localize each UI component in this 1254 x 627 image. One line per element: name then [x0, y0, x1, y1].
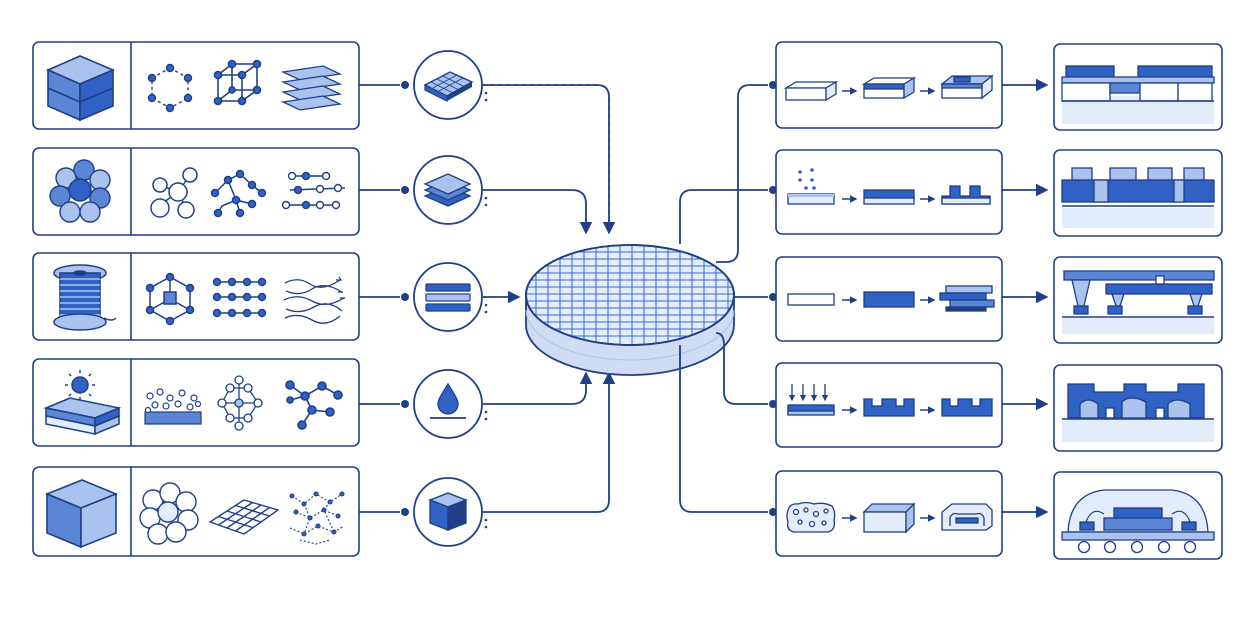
stepped-device-icon	[1053, 149, 1223, 237]
random-network-icon	[289, 491, 345, 545]
raised-features-icon	[941, 185, 991, 205]
bulk-cube-icon	[44, 479, 119, 549]
porous-block-icon	[786, 501, 836, 533]
solid-block-icon	[862, 502, 916, 534]
distribution-lines	[679, 84, 768, 513]
packaged-chip-icon	[1053, 471, 1223, 560]
stacked-sheets-icon	[280, 65, 343, 111]
material-row-5	[32, 371, 616, 557]
solid-cube-icon	[413, 477, 483, 547]
layered-cube-icon	[46, 55, 116, 122]
branched-network-icon	[210, 169, 267, 218]
sphere-aggregate-icon	[139, 482, 199, 545]
linear-chains-icon	[212, 277, 267, 318]
thin-strip-icon	[787, 293, 835, 306]
plain-slab-icon	[783, 80, 839, 102]
patterned-slab-icon	[940, 74, 994, 100]
film-layer-icon	[863, 189, 915, 205]
coated-slab-icon	[861, 76, 917, 100]
encapsulated-chip-icon	[1053, 364, 1223, 452]
material-card	[32, 147, 360, 236]
molded-housing-icon	[941, 503, 993, 531]
bridge-structure-icon	[1053, 256, 1223, 344]
process-row-5	[775, 470, 1223, 560]
process-row-1	[775, 41, 1223, 131]
thick-strip-icon	[863, 291, 915, 308]
porous-coating-icon	[144, 388, 202, 425]
process-row-4	[775, 362, 1223, 452]
bonded-spheres-icon	[150, 167, 198, 219]
material-row-4	[32, 358, 593, 447]
repeated-trench-icon	[941, 398, 993, 417]
molecule-network-icon	[285, 380, 343, 430]
material-row-3	[32, 252, 521, 341]
material-row-2	[32, 147, 593, 236]
material-row-1	[32, 41, 616, 235]
process-row-3	[775, 256, 1223, 344]
hexagonal-ring-icon	[147, 63, 193, 113]
sunlit-substrate-icon	[43, 370, 122, 436]
bonded-layer-device-icon	[1053, 43, 1223, 131]
patterned-wafer-icon	[525, 244, 735, 376]
downward-exposure-icon	[787, 384, 835, 416]
stacked-layers-icon	[413, 155, 483, 225]
cubic-lattice-icon	[145, 272, 195, 326]
cubic-lattice-icon	[213, 59, 262, 106]
etched-trench-icon	[863, 398, 915, 417]
wire-spool-icon	[53, 264, 117, 331]
grid-chip-icon	[413, 50, 483, 120]
chain-segments-icon	[281, 171, 346, 210]
mesh-grid-icon	[208, 499, 280, 535]
fiber-weave-icon	[283, 276, 345, 324]
thin-film-stack-icon	[413, 262, 483, 332]
molecular-cluster-icon	[217, 375, 263, 431]
process-row-2	[775, 149, 1223, 237]
offset-stack-icon	[939, 285, 995, 312]
droplet-deposition-icon	[787, 168, 835, 205]
particle-cluster-icon	[49, 159, 111, 223]
liquid-drop-icon	[413, 369, 483, 439]
